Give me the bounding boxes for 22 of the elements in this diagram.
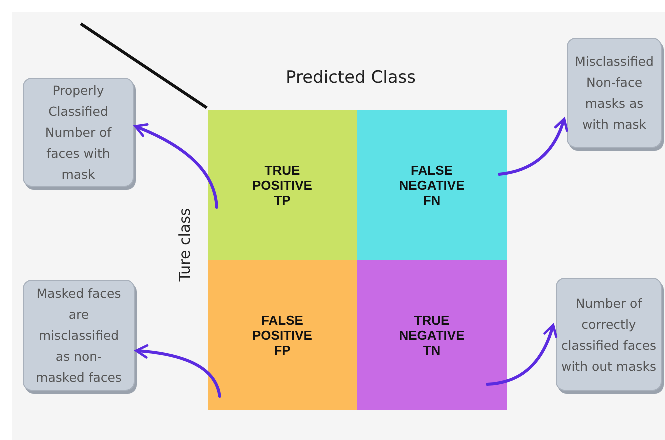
note-box — [23, 280, 135, 391]
matrix-cell — [208, 110, 357, 260]
curved-arrow — [134, 124, 218, 209]
axis-title: Ture class — [176, 208, 194, 282]
cell-label: FALSE NEGATIVE FN — [398, 162, 466, 208]
cell-label: TRUE POSITIVE TP — [252, 162, 314, 208]
curved-arrow — [498, 118, 568, 176]
cell-label: FALSE POSITIVE FP — [252, 312, 314, 358]
matrix-cell — [208, 260, 357, 410]
note-text: Number of correctly classified faces with out masks — [560, 294, 658, 376]
note-text: Masked faces are misclassified as non- masked faces — [35, 285, 123, 387]
note-box — [567, 38, 662, 148]
note-box — [556, 278, 662, 391]
curved-arrow — [486, 324, 558, 386]
cell-label: TRUE NEGATIVE TN — [398, 312, 466, 358]
axis-title: Predicted Class — [286, 68, 416, 88]
note-text: Misclassified Non-face masks as with mask — [574, 53, 655, 134]
note-box — [23, 78, 134, 187]
curved-arrow — [135, 344, 222, 398]
matrix-cell — [357, 110, 507, 260]
note-text: Properly Classified Number of faces with mask — [44, 82, 113, 184]
matrix-cell — [357, 260, 507, 410]
